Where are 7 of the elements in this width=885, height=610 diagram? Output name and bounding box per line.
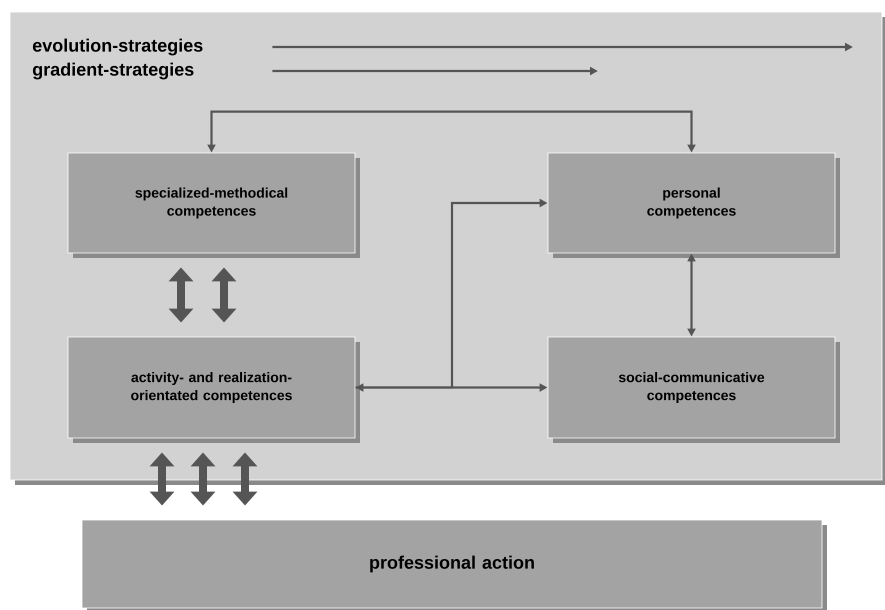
competence-box: specialized-methodical competences [68, 152, 360, 258]
competence-box: social-communicative competences [548, 336, 840, 443]
action-box: professional action [82, 520, 828, 610]
competence-box: activity- and realization-orientated competences [68, 336, 360, 443]
strategy-label: evolution-strategies [32, 38, 202, 56]
strategy-label: gradient-strategies [32, 62, 194, 80]
competence-box: personal competences [548, 152, 840, 258]
